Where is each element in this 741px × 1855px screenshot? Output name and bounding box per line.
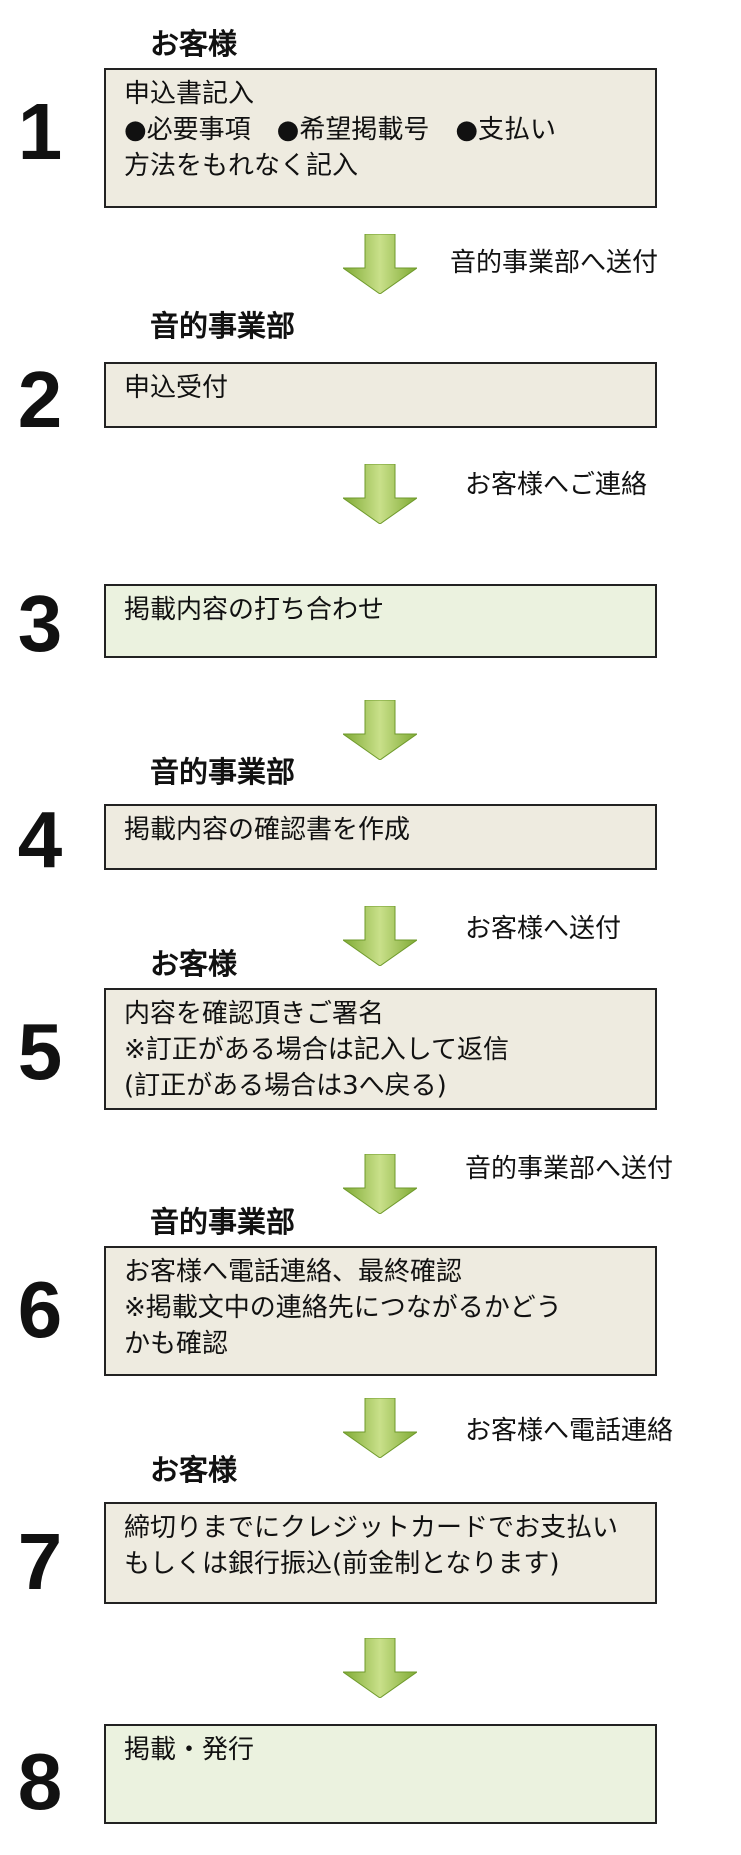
step-4-actor: 音的事業部: [150, 755, 296, 789]
step-2-box: 申込受付: [104, 362, 657, 428]
step-5-line-3: (訂正がある場合は3へ戻る): [124, 1071, 447, 1101]
step-1-line-2: ●必要事項 ●希望掲載号 ●支払い: [124, 115, 557, 145]
step-8-number: 8: [17, 1737, 63, 1826]
step-1-number: 1: [17, 87, 63, 176]
step-5-number: 5: [17, 1007, 63, 1096]
step-2-line-1: 申込受付: [124, 373, 229, 403]
down-arrow-icon: [343, 1154, 417, 1214]
step-8-line-1: 掲載・発行: [124, 1735, 255, 1765]
step-7-number: 7: [17, 1517, 63, 1606]
step-2-number: 2: [17, 355, 63, 444]
step-5-line-1: 内容を確認頂きご署名: [124, 999, 385, 1029]
step-3-line-1: 掲載内容の打ち合わせ: [124, 595, 385, 625]
transition-4-note: お客様へ送付: [465, 914, 622, 944]
step-7-box: 締切りまでにクレジットカードでお支払い もしくは銀行振込(前金制となります): [104, 1502, 657, 1604]
step-4-number: 4: [17, 795, 63, 884]
step-6-number: 6: [17, 1265, 63, 1354]
step-3-number: 3: [17, 579, 63, 668]
down-arrow-icon: [343, 1398, 417, 1458]
transition-1-note: 音的事業部へ送付: [450, 248, 659, 278]
step-8-box: 掲載・発行: [104, 1724, 657, 1824]
step-6-line-1: お客様へ電話連絡、最終確認: [124, 1257, 463, 1287]
down-arrow-icon: [343, 700, 417, 760]
down-arrow-icon: [343, 234, 417, 294]
step-4-line-1: 掲載内容の確認書を作成: [124, 815, 411, 845]
step-2-actor: 音的事業部: [150, 309, 296, 343]
down-arrow-icon: [343, 464, 417, 524]
step-7-actor: お客様: [150, 1453, 238, 1487]
transition-2-note: お客様へご連絡: [465, 470, 648, 500]
transition-6-note: お客様へ電話連絡: [465, 1416, 674, 1446]
step-6-actor: 音的事業部: [150, 1205, 296, 1239]
step-6-box: お客様へ電話連絡、最終確認 ※掲載文中の連絡先につながるかどう かも確認: [104, 1246, 657, 1376]
step-1-actor: お客様: [150, 27, 238, 61]
step-6-line-3: かも確認: [124, 1329, 229, 1359]
step-1-line-3: 方法をもれなく記入: [124, 151, 359, 181]
step-5-actor: お客様: [150, 947, 238, 981]
step-7-line-1: 締切りまでにクレジットカードでお支払い: [124, 1513, 619, 1543]
step-1-line-1: 申込書記入: [124, 79, 255, 109]
transition-5-note: 音的事業部へ送付: [465, 1154, 674, 1184]
step-6-line-2: ※掲載文中の連絡先につながるかどう: [124, 1293, 562, 1323]
step-3-box: 掲載内容の打ち合わせ: [104, 584, 657, 658]
down-arrow-icon: [343, 1638, 417, 1698]
step-5-line-2: ※訂正がある場合は記入して返信: [124, 1035, 510, 1065]
step-1-box: 申込書記入 ●必要事項 ●希望掲載号 ●支払い 方法をもれなく記入: [104, 68, 657, 208]
down-arrow-icon: [343, 906, 417, 966]
step-4-box: 掲載内容の確認書を作成: [104, 804, 657, 870]
step-5-box: 内容を確認頂きご署名 ※訂正がある場合は記入して返信 (訂正がある場合は3へ戻る…: [104, 988, 657, 1110]
step-7-line-2: もしくは銀行振込(前金制となります): [124, 1549, 560, 1579]
